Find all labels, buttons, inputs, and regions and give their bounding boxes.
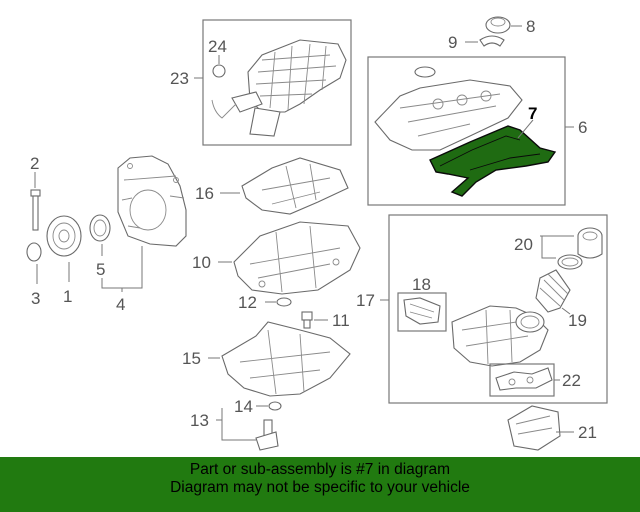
parts-diagram: 24 23 8 9 7 6 2 1 3 5 (26, 16, 608, 451)
callout-4: 4 (116, 295, 125, 314)
callout-18: 18 (412, 275, 431, 294)
part-5-seal (89, 214, 111, 242)
callout-14: 14 (234, 397, 253, 416)
callout-22: 22 (562, 371, 581, 390)
part-18-gasket-box (397, 292, 447, 332)
banner-line-1: Part or sub-assembly is #7 in diagram (189, 461, 451, 478)
part-20-filter-cap (577, 227, 603, 259)
part-10-upper-oil-pan (233, 221, 361, 295)
callout-17: 17 (356, 291, 375, 310)
part-9-cap-seal (479, 35, 505, 47)
part-4-timing-cover (117, 155, 187, 247)
callout-3: 3 (31, 289, 40, 308)
part-19-oil-filter-element (535, 269, 571, 313)
callout-9: 9 (448, 33, 457, 52)
callout-21: 21 (578, 423, 597, 442)
callout-23: 23 (170, 69, 189, 88)
callout-6: 6 (578, 118, 587, 137)
oil-filter-housing-box (388, 214, 608, 404)
callout-16: 16 (195, 184, 214, 203)
part-14-o-ring (268, 401, 282, 411)
part-13-oil-level-sensor (255, 419, 279, 451)
part-3-washer (26, 242, 42, 262)
banner-line-2: Diagram may not be specific to your vehi… (170, 479, 470, 496)
callout-1: 1 (63, 287, 72, 306)
callout-12: 12 (238, 293, 257, 312)
callout-15: 15 (182, 349, 201, 368)
part-20-o-ring (557, 254, 583, 270)
part-24-o-ring (212, 64, 226, 78)
valve-cover-box (367, 56, 566, 206)
callout-5: 5 (96, 260, 105, 279)
part-15-lower-oil-pan (221, 321, 351, 397)
intake-manifold-box (202, 19, 352, 146)
intake-manifold-illustration (211, 39, 347, 137)
callout-10: 10 (192, 253, 211, 272)
part-2-bolt (30, 189, 41, 231)
callout-20: 20 (514, 235, 533, 254)
valve-cover-illustration (374, 66, 523, 151)
oil-filter-housing-illustration (451, 305, 549, 367)
part-8-oil-filler-cap (485, 16, 511, 34)
callout-8: 8 (526, 17, 535, 36)
part-18-gasket (403, 297, 441, 325)
part-1-pulley (46, 215, 82, 257)
part-11-drain-plug (301, 311, 313, 329)
part-21-cover-plate (507, 405, 561, 451)
callout-7: 7 (528, 104, 537, 123)
part-16-oil-baffle (241, 157, 349, 215)
info-banner: Part or sub-assembly is #7 in diagram Di… (0, 457, 640, 512)
part-12-washer (276, 297, 292, 307)
part-7-valve-cover-gasket (429, 125, 557, 197)
callout-24: 24 (208, 37, 227, 56)
callout-19: 19 (568, 311, 587, 330)
part-22-gasket (495, 367, 553, 391)
callout-11: 11 (332, 311, 350, 330)
callout-2: 2 (30, 154, 39, 173)
callout-13: 13 (190, 411, 209, 430)
